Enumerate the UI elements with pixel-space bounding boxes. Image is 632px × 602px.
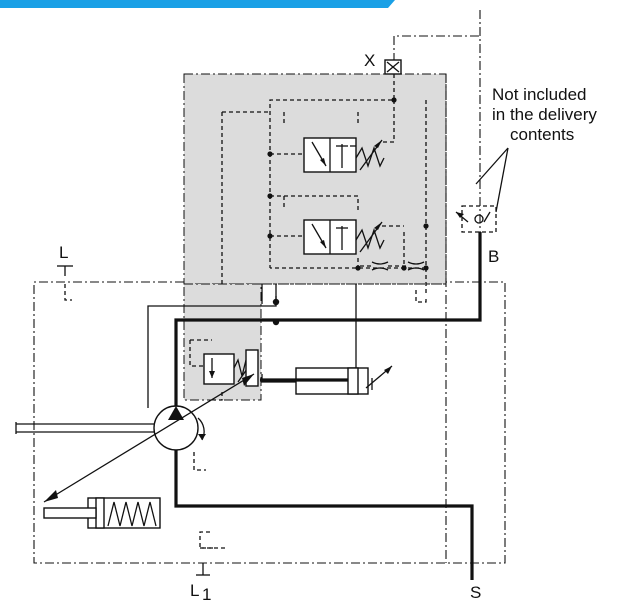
x-port-label: X (364, 51, 375, 70)
directional-valve-upper (303, 137, 385, 173)
b-port-label: B (488, 247, 499, 266)
b-port-check-valve (455, 205, 497, 233)
directional-valve-lower (303, 219, 385, 255)
l1-port-label: L (190, 581, 199, 600)
suction-line (174, 450, 474, 580)
pump-housing-boundary (33, 281, 506, 564)
variable-pump (43, 373, 255, 503)
note-delivery: in the delivery (492, 105, 597, 124)
header-bar (0, 0, 395, 8)
l-port-label: L (59, 243, 68, 262)
stroking-cylinder-upper (260, 365, 393, 395)
drive-shaft (15, 422, 154, 434)
s-port-label: S (470, 583, 481, 602)
note-not-included: Not included (492, 85, 587, 104)
main-pressure-line (174, 232, 482, 408)
spring-cylinder-lower (43, 497, 161, 529)
note-contents: contents (510, 125, 574, 144)
pressure-regulator (189, 339, 300, 387)
l1-port-subscript: 1 (202, 585, 211, 602)
